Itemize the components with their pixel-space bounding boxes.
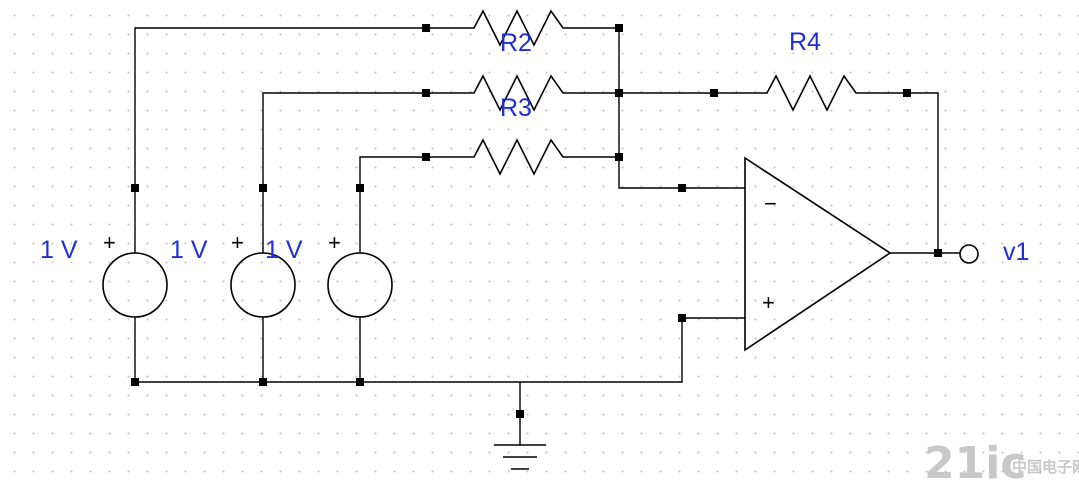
node (615, 24, 623, 32)
ground-symbol (494, 444, 546, 470)
node (934, 249, 942, 257)
wire-middle (262, 92, 465, 188)
voltage-source-3 (327, 252, 393, 318)
output-terminal (959, 244, 979, 264)
label-r2: R2 (500, 29, 532, 57)
resistor-lower (465, 138, 572, 176)
resistor-r3 (465, 74, 572, 112)
watermark-cn: 中国电子网 (1012, 458, 1079, 476)
node (903, 89, 911, 97)
opamp-triangle (744, 156, 892, 352)
label-source-2: 1 V (170, 236, 208, 264)
opamp-plus-sign: + (762, 290, 775, 315)
node (615, 89, 623, 97)
voltage-source-1 (102, 252, 168, 318)
voltage-source-2 (230, 252, 296, 318)
wire-ground-bus (135, 317, 745, 383)
node (710, 89, 718, 97)
watermark-logo: 21ic 中国电子网 (924, 438, 1079, 488)
node (356, 378, 364, 386)
node (516, 410, 524, 418)
watermark-latin: 21ic (924, 438, 1026, 488)
wire-lower (359, 156, 465, 188)
node (422, 153, 430, 161)
node (131, 378, 139, 386)
wire-feedback-right (862, 92, 939, 253)
node (615, 153, 623, 161)
label-source-3: 1 V (265, 236, 303, 264)
node (131, 184, 139, 192)
source-3-plus: + (328, 230, 341, 255)
label-output: v1 (1003, 238, 1029, 266)
node (678, 184, 686, 192)
source-2-plus: + (231, 230, 244, 255)
label-r3: R3 (500, 94, 532, 122)
nodes (131, 24, 942, 418)
label-r4: R4 (789, 28, 821, 56)
resistor-r2 (465, 9, 572, 47)
node (422, 89, 430, 97)
node (356, 184, 364, 192)
resistor-r4 (758, 74, 862, 112)
opamp-minus-sign: − (764, 191, 777, 216)
source-1-plus: + (103, 230, 116, 255)
node (422, 24, 430, 32)
wire-sum-bus (618, 28, 745, 189)
wire-top (134, 27, 465, 188)
node (678, 314, 686, 322)
label-source-1: 1 V (40, 236, 78, 264)
node (259, 378, 267, 386)
node (259, 184, 267, 192)
